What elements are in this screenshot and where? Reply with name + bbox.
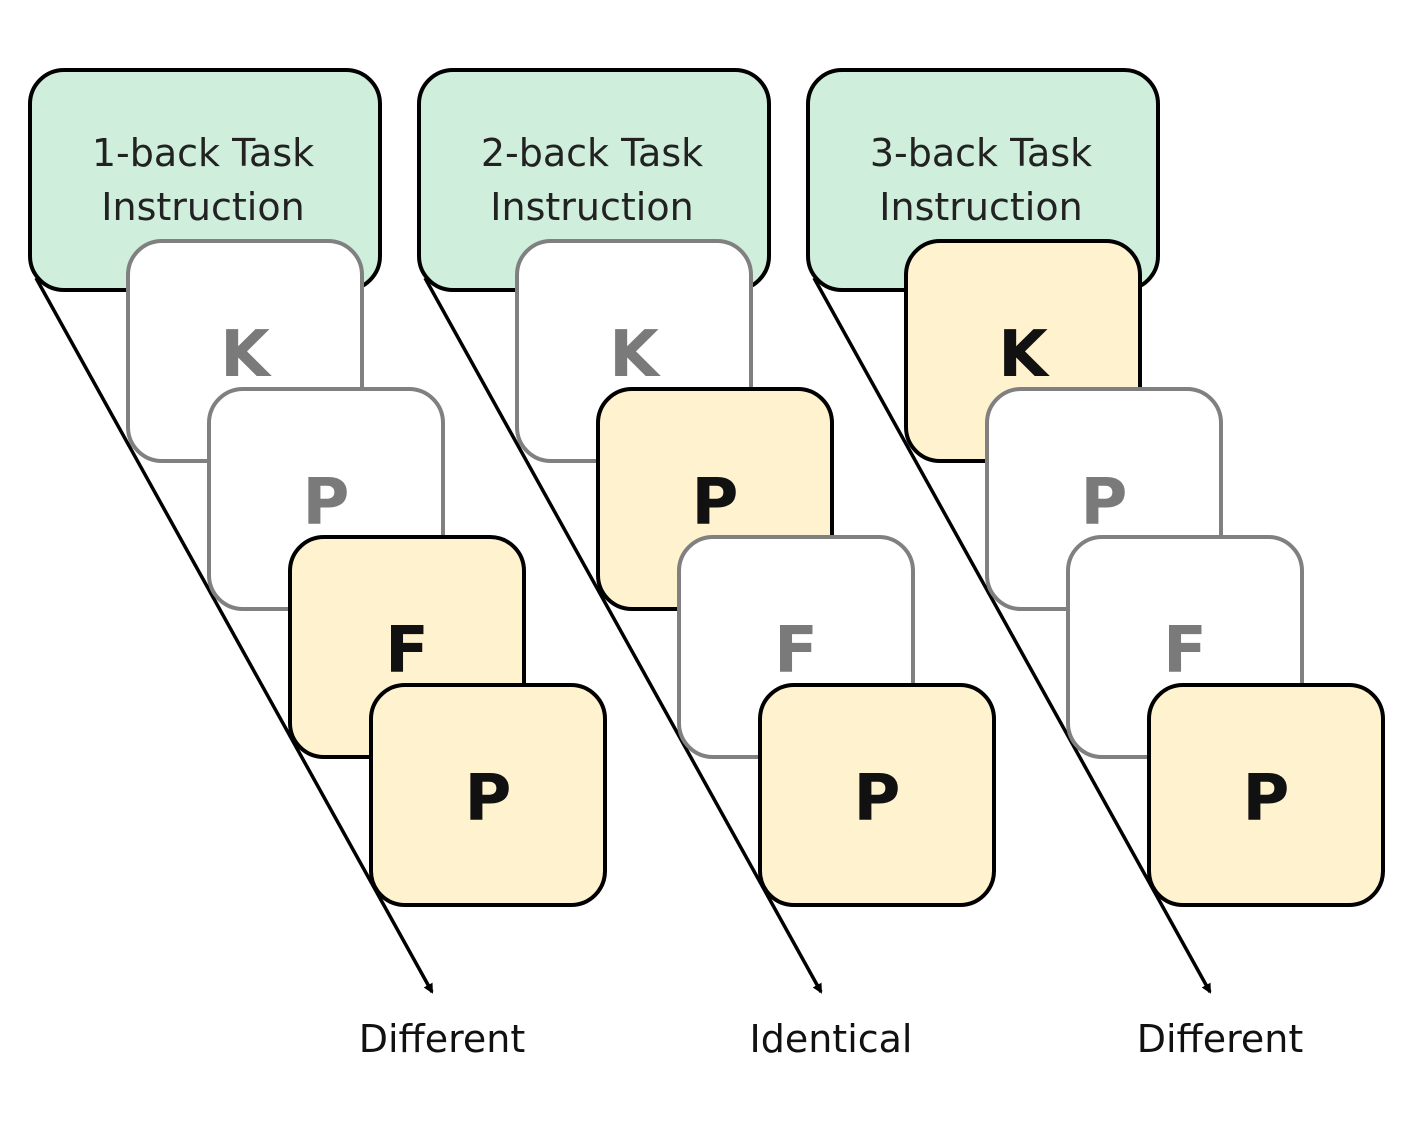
instruction-title: 2-back Task xyxy=(481,131,703,175)
stimulus-letter: F xyxy=(1163,614,1207,688)
stimulus-letter: F xyxy=(385,614,429,688)
stimulus-letter: F xyxy=(774,614,818,688)
result-label: Different xyxy=(1137,1017,1304,1061)
stimulus-letter: P xyxy=(1081,466,1128,540)
stimulus-letter: P xyxy=(303,466,350,540)
stimulus-letter: K xyxy=(609,318,661,392)
stimulus-letter: P xyxy=(465,762,512,836)
instruction-subtitle: Instruction xyxy=(101,185,304,229)
instruction-subtitle: Instruction xyxy=(879,185,1082,229)
stimulus-letter: K xyxy=(220,318,272,392)
result-label: Identical xyxy=(750,1017,913,1061)
timeline-arrow xyxy=(34,277,434,994)
stimulus-letter: P xyxy=(1243,762,1290,836)
stimulus-letter: K xyxy=(998,318,1050,392)
timeline-arrow xyxy=(423,277,823,994)
result-label: Different xyxy=(359,1017,526,1061)
highlighted-stimulus-card xyxy=(758,683,996,907)
instruction-title: 1-back Task xyxy=(92,131,314,175)
stimulus-letter: P xyxy=(854,762,901,836)
highlighted-stimulus-card xyxy=(1147,683,1385,907)
timeline-arrow xyxy=(812,277,1212,994)
highlighted-stimulus-card xyxy=(369,683,607,907)
instruction-subtitle: Instruction xyxy=(490,185,693,229)
stimulus-letter: P xyxy=(692,466,739,540)
instruction-title: 3-back Task xyxy=(870,131,1092,175)
